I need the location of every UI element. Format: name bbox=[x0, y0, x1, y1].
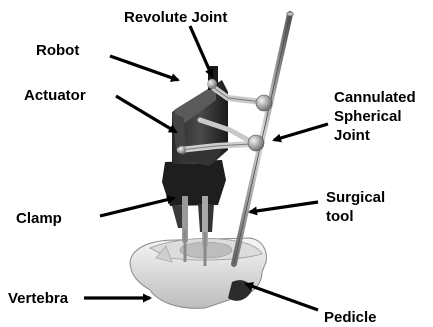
arrow-actuator bbox=[116, 96, 176, 132]
vertebra-model bbox=[130, 238, 266, 308]
arrow-cannulated-spherical-joint bbox=[274, 124, 328, 140]
label-clamp: Clamp bbox=[16, 210, 62, 227]
arrow-pedicle bbox=[246, 284, 318, 310]
label-vertebra: Vertebra bbox=[8, 290, 69, 307]
label-robot: Robot bbox=[36, 42, 79, 59]
label-cannulated-line-1: Cannulated bbox=[334, 89, 416, 106]
arrow-robot bbox=[110, 56, 178, 80]
arrow-revolute-joint bbox=[190, 26, 212, 76]
arrow-clamp bbox=[100, 198, 174, 216]
arrow-surgical-tool bbox=[250, 202, 318, 212]
label-cannulated-line-3: Joint bbox=[334, 127, 370, 144]
label-pedicle: Pedicle bbox=[324, 309, 377, 326]
label-actuator: Actuator bbox=[24, 87, 86, 104]
label-surgical-tool-line-2: tool bbox=[326, 208, 354, 225]
label-surgical-tool-line-1: Surgical bbox=[326, 189, 385, 206]
label-cannulated-line-2: Spherical bbox=[334, 108, 402, 125]
label-revolute-joint: Revolute Joint bbox=[124, 9, 227, 26]
